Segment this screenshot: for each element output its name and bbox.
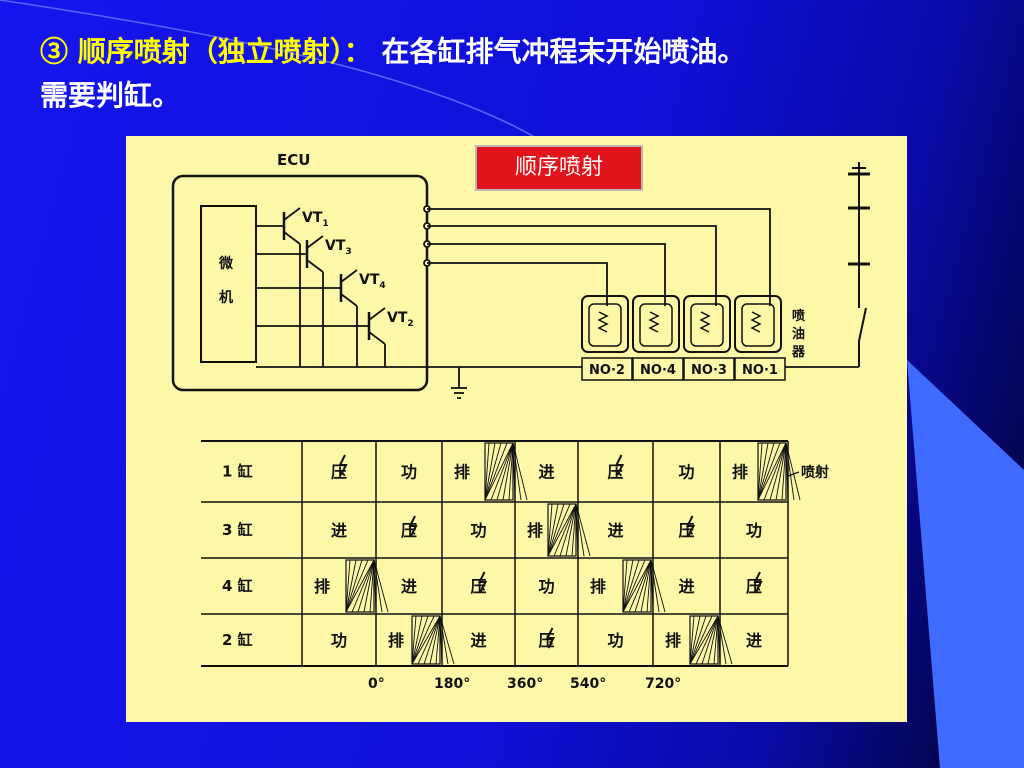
transistor-vt1: VT1 <box>256 207 329 367</box>
degree-label: 180° <box>434 676 470 692</box>
injector-3: NO·3 <box>683 295 735 381</box>
inject-label: 喷射 <box>801 464 829 481</box>
injection-hatch <box>622 559 666 613</box>
title-line2: 需要判缸。 <box>40 79 181 112</box>
injection-hatch <box>689 615 733 665</box>
cylinder-label: 4 缸 <box>222 577 253 595</box>
stroke-cell: 功 <box>539 577 555 596</box>
slide-title: ③ 顺序喷射（独立喷射）： 在各缸排气冲程末开始喷油。 需要判缸。 <box>40 30 1000 118</box>
stroke-cell: 压 <box>331 463 347 482</box>
injector-number: NO·2 <box>589 363 625 378</box>
degree-label: 0° <box>368 676 385 692</box>
spark-icon <box>753 571 763 593</box>
table-row: 3 缸进压功排进压功 <box>201 502 789 559</box>
transistor-label: VT3 <box>325 238 352 257</box>
stroke-cell: 进 <box>331 521 347 540</box>
ground-icon <box>451 387 467 399</box>
micro-char-2: 机 <box>219 289 233 306</box>
injection-hatch <box>547 503 591 557</box>
transistor-vt3: VT3 <box>256 235 352 367</box>
transistor-label: VT4 <box>359 272 386 291</box>
injection-hatch <box>757 442 801 501</box>
injector-number: NO·3 <box>691 363 727 378</box>
stroke-cell: 进 <box>608 521 624 540</box>
injection-hatch <box>345 559 389 613</box>
injector-label-char-1: 喷 <box>792 308 805 324</box>
degree-label: 720° <box>645 676 681 692</box>
ecu-box <box>171 174 429 392</box>
cylinder-label: 1 缸 <box>222 463 253 481</box>
spark-icon <box>408 515 418 537</box>
table-row: 2 缸功排进压功排进 <box>201 614 789 667</box>
stroke-cell: 功 <box>331 631 347 650</box>
battery-icon <box>848 162 870 276</box>
stroke-cell: 进 <box>679 577 695 596</box>
ecu-label: ECU <box>277 151 310 169</box>
title-rest: 在各缸排气冲程末开始喷油。 <box>381 35 746 68</box>
title-highlight: 顺序喷射（独立喷射）： <box>77 35 372 68</box>
spark-icon <box>545 627 556 649</box>
injector-2: NO·4 <box>632 295 684 381</box>
stroke-cell: 排 <box>388 631 404 650</box>
stroke-cell: 进 <box>471 631 487 650</box>
injector-wiring <box>423 205 771 306</box>
cylinder-label: 3 缸 <box>222 521 253 539</box>
injector-label-char-2: 油 <box>792 326 805 342</box>
stroke-cell: 功 <box>401 463 417 482</box>
stroke-cell: 功 <box>746 521 762 540</box>
stroke-cell: 进 <box>746 631 762 650</box>
transistor-label: VT1 <box>302 210 329 229</box>
stroke-cell: 排 <box>527 521 543 540</box>
microcomputer-box <box>200 205 257 363</box>
cylinder-label: 2 缸 <box>222 631 253 649</box>
stroke-cell: 功 <box>679 463 695 482</box>
stroke-cell: 功 <box>608 631 624 650</box>
stroke-cell: 功 <box>471 521 487 540</box>
micro-char-1: 微 <box>218 255 234 272</box>
stroke-cell: 排 <box>314 577 330 596</box>
table-row: 1 缸 压 功 排 进 压 功 排 <box>201 441 801 503</box>
degree-axis: 0° 180° 360° 540° 720° <box>368 676 681 692</box>
transistor-vt2: VT2 <box>256 307 414 367</box>
spark-icon <box>685 515 696 537</box>
injector-1: NO·2 <box>581 295 633 381</box>
stroke-cell: 进 <box>539 463 555 482</box>
transistor-label: VT2 <box>387 310 414 329</box>
stroke-cell: 排 <box>590 577 606 596</box>
injector-4: NO·1 <box>734 295 786 381</box>
degree-label: 360° <box>507 676 543 692</box>
degree-label: 540° <box>570 676 606 692</box>
injector-number: NO·1 <box>742 363 778 378</box>
stroke-cell: 进 <box>401 577 417 596</box>
injection-hatch <box>411 615 455 665</box>
injection-hatch <box>484 442 528 501</box>
injector-label-char-3: 器 <box>791 345 806 360</box>
injector-number: NO·4 <box>640 363 676 378</box>
stroke-table: 1 缸压功排进压功排3 缸进压功排进压功4 缸排进压功排进压2 缸功排进压功排进 <box>201 440 801 667</box>
spark-icon <box>338 454 348 476</box>
transistor-vt4: VT4 <box>256 269 386 367</box>
stroke-cell: 压 <box>608 463 624 482</box>
stroke-cell: 排 <box>665 631 681 650</box>
title-marker: ③ <box>40 35 69 68</box>
banner-label: 顺序喷射 <box>475 145 643 191</box>
switch-icon <box>858 276 867 367</box>
spark-icon <box>614 454 625 476</box>
spark-icon <box>477 571 488 593</box>
stroke-cell: 排 <box>732 463 748 482</box>
injector-group: NO·2 NO·4 NO·3 NO·1 <box>581 295 786 381</box>
stroke-cell: 排 <box>454 463 470 482</box>
table-row: 4 缸排进压功排进压 <box>201 558 789 615</box>
